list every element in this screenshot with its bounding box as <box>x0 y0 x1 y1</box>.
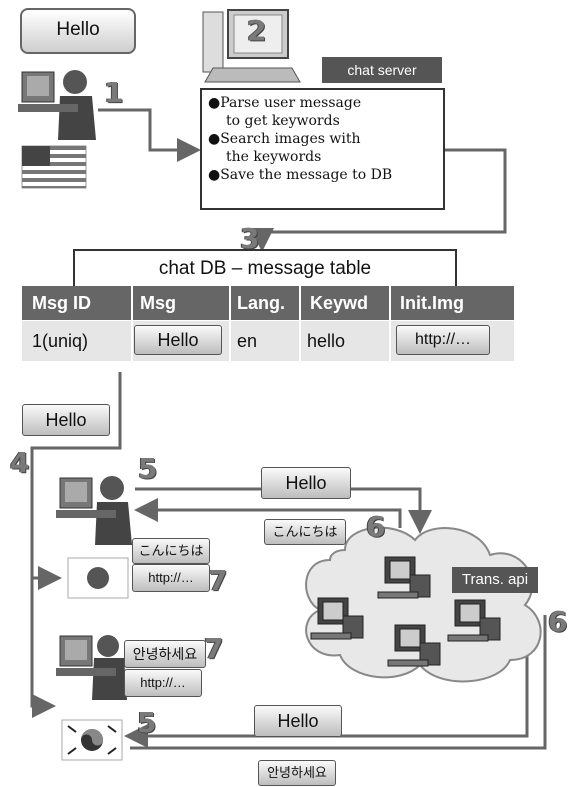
server-item: ●Search images with <box>208 131 361 147</box>
server-item: ●Parse user message <box>208 95 362 111</box>
user-figure-jp <box>56 476 132 545</box>
hello-bottom-chip: Hello <box>254 705 342 737</box>
korea-flag-icon <box>61 719 123 761</box>
chat-server-label: chat server <box>322 57 442 83</box>
step-3-label: 3 <box>240 222 260 255</box>
step-5-bottom-label: 5 <box>137 706 157 739</box>
step-5-top-label: 5 <box>138 452 158 485</box>
url-kr-chip: http://… <box>124 669 202 697</box>
db-cell: hello <box>307 331 346 351</box>
db-header-cell: Msg ID <box>32 293 92 313</box>
step-1-label: 1 <box>104 76 124 109</box>
server-item: the keywords <box>226 149 322 165</box>
db-header-row: Msg ID Msg Lang. Keywd Init.Img <box>22 286 514 320</box>
server-computer-icon <box>202 9 301 83</box>
db-header-cell: Msg <box>140 293 176 313</box>
chat-server-box: ●Parse user message to get keywords ●Sea… <box>200 88 445 210</box>
step-7-kr-label: 7 <box>204 632 224 665</box>
server-item: to get keywords <box>226 113 340 129</box>
konnichiwa-user-chip: こんにちは <box>132 538 210 564</box>
db-separator <box>389 286 391 361</box>
trans-api-label: Trans. api <box>452 567 538 593</box>
db-separator <box>229 286 231 361</box>
hello-top-chip: Hello <box>261 467 351 499</box>
url-jp-chip: http://… <box>132 564 210 592</box>
step-6-cloud-label: 6 <box>366 510 386 543</box>
speech-bubble: Hello <box>20 8 136 54</box>
db-header-cell: Keywd <box>310 293 369 313</box>
db-cell: 1(uniq) <box>32 331 89 351</box>
db-img-chip: http://… <box>396 325 490 355</box>
step-4-label: 4 <box>10 446 30 479</box>
user-figure-top <box>18 70 96 140</box>
cloud-shape <box>305 526 542 683</box>
db-separator <box>131 286 133 361</box>
annyeong-user-chip: 안녕하세요 <box>124 640 206 668</box>
db-msg-chip: Hello <box>134 325 222 355</box>
db-header-cell: Lang. <box>237 293 285 313</box>
hello-left-chip: Hello <box>22 404 110 436</box>
server-item: ●Save the message to DB <box>208 167 393 183</box>
konnichiwa-mid-chip: こんにちは <box>264 519 346 545</box>
step-2-label: 2 <box>247 14 267 47</box>
db-cell: en <box>237 331 258 351</box>
db-separator <box>299 286 301 361</box>
annyeong-bottom-chip: 안녕하세요 <box>258 760 336 786</box>
step-7-jp-label: 7 <box>208 564 228 597</box>
us-flag-icon <box>21 145 87 189</box>
db-table-title: chat DB – message table <box>73 249 457 287</box>
db-header-cell: Init.Img <box>400 293 464 313</box>
user-figure-kr <box>56 635 127 700</box>
step-6-right-label: 6 <box>548 605 568 638</box>
japan-flag-icon <box>67 557 129 599</box>
